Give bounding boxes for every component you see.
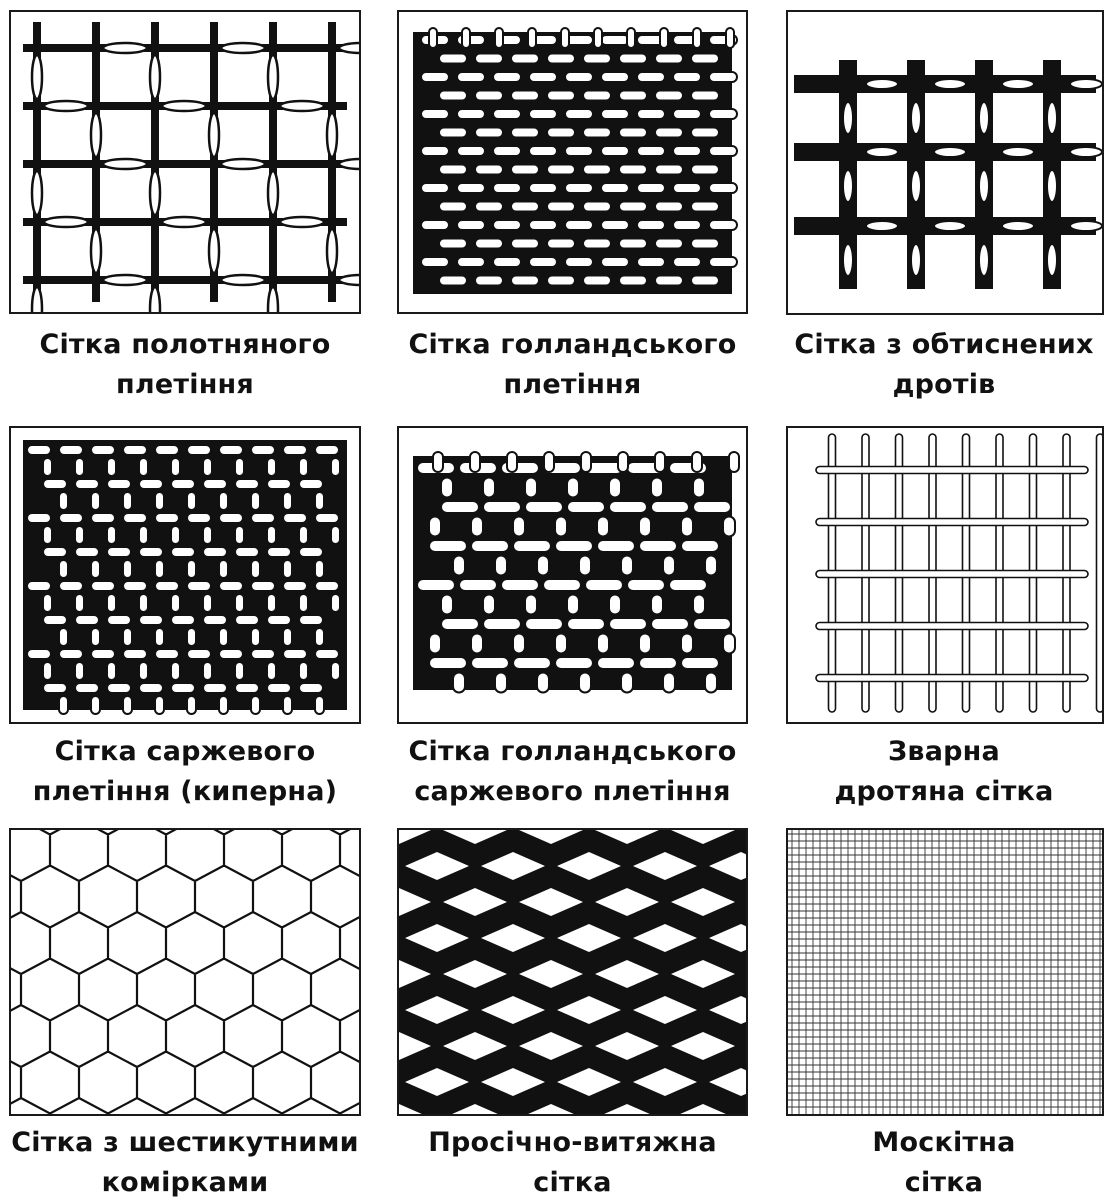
- caption-line-1: Сітка з шестикутними: [0, 1123, 370, 1163]
- mosquito-pattern: [788, 830, 1102, 1114]
- welded-wire-caption: Зварна дротяна сітка: [780, 732, 1108, 812]
- twill-weave-caption: Сітка саржевого плетіння (киперна): [0, 732, 370, 812]
- dutch-twill-weave-caption: Сітка голландського саржевого плетіння: [380, 732, 765, 812]
- plain-weave-caption: Сітка полотняного плетіння: [0, 325, 370, 405]
- welded-wire-mesh-image: [786, 426, 1104, 724]
- crimped-wire-caption: Сітка з обтиснених дротів: [780, 325, 1108, 405]
- caption-line-2: плетіння (киперна): [0, 772, 370, 812]
- hexagonal-caption: Сітка з шестикутними комірками: [0, 1123, 370, 1203]
- caption-line-1: Москітна: [780, 1123, 1108, 1163]
- twill-weave-pattern: [23, 440, 347, 714]
- dutch-twill-weave-pattern: [413, 452, 739, 693]
- hexagonal-pattern: [11, 830, 359, 1114]
- caption-line-2: дротяна сітка: [780, 772, 1108, 812]
- dutch-twill-weave-mesh-image: [397, 426, 748, 724]
- caption-line-2: комірками: [0, 1163, 370, 1203]
- expanded-metal-caption: Просічно-витяжна сітка: [380, 1123, 765, 1203]
- dutch-weave-caption: Сітка голландського плетіння: [380, 325, 765, 405]
- plain-weave-mesh-image: [9, 10, 361, 314]
- caption-line-1: Сітка з обтиснених: [780, 325, 1108, 365]
- dutch-weave-mesh-image: [397, 10, 748, 314]
- hexagonal-mesh-image: [9, 828, 361, 1116]
- caption-line-2: саржевого плетіння: [380, 772, 765, 812]
- caption-line-1: Сітка голландського: [380, 732, 765, 772]
- crimped-wire-mesh-image: [786, 10, 1104, 315]
- caption-line-1: Сітка голландського: [380, 325, 765, 365]
- mosquito-mesh-image: [786, 828, 1104, 1116]
- dutch-weave-pattern: [413, 28, 737, 294]
- caption-line-1: Сітка полотняного: [0, 325, 370, 365]
- expanded-metal-mesh-image: [397, 828, 748, 1116]
- welded-wire-pattern: [816, 434, 1102, 712]
- caption-line-2: плетіння: [380, 365, 765, 405]
- twill-weave-mesh-image: [9, 426, 361, 724]
- caption-line-2: дротів: [780, 365, 1108, 405]
- caption-line-2: плетіння: [0, 365, 370, 405]
- caption-line-1: Сітка саржевого: [0, 732, 370, 772]
- crimped-wire-pattern: [794, 60, 1102, 289]
- caption-line-1: Зварна: [780, 732, 1108, 772]
- expanded-metal-pattern: [399, 830, 746, 1114]
- plain-weave-pattern: [23, 22, 359, 312]
- caption-line-2: сітка: [380, 1163, 765, 1203]
- caption-line-2: сітка: [780, 1163, 1108, 1203]
- caption-line-1: Просічно-витяжна: [380, 1123, 765, 1163]
- mosquito-caption: Москітна сітка: [780, 1123, 1108, 1203]
